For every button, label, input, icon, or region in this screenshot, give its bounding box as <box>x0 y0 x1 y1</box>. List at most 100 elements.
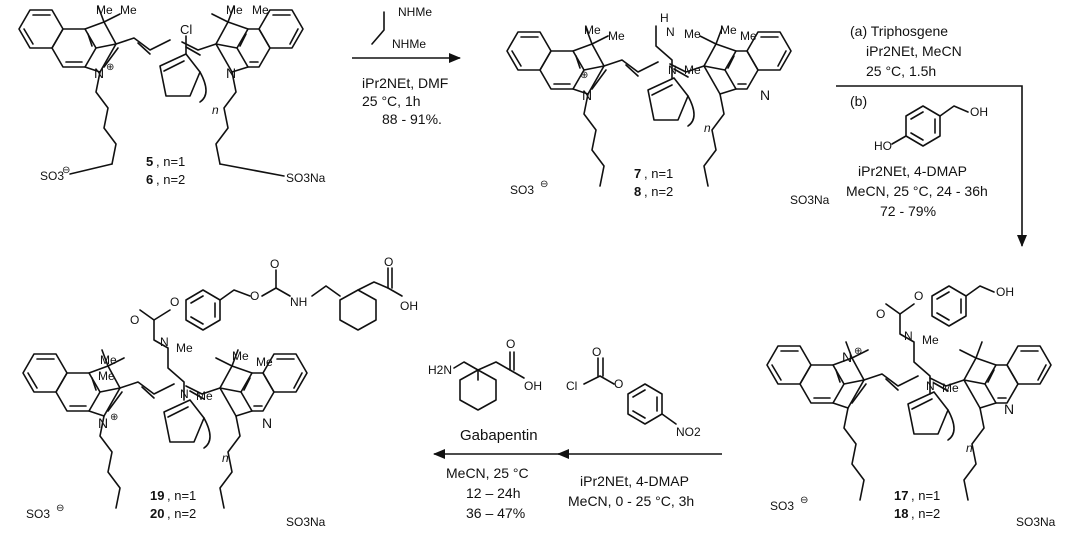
compound-19-20-structure: N Me N Me O O O O NH O OH Me Me Me Me N … <box>22 255 418 529</box>
step2a-conditions: 25 °C, 1.5h <box>866 63 936 79</box>
sodium-sulfonate-label: SO3Na <box>1016 515 1056 529</box>
step4-conditions: MeCN, 25 °C <box>446 465 529 481</box>
carbamate-n-label: N <box>904 329 913 343</box>
compound-17-number: 17 <box>894 488 908 503</box>
compound-20-number: 20 <box>150 506 164 521</box>
step2b-conditions: MeCN, 25 °C, 24 - 36h <box>846 183 988 199</box>
compound-17-18-structure: N Me N Me O O OH N ⊕ N n SO3 ⊖ SO3Na <box>766 285 1056 529</box>
indolium-n-label: N <box>582 87 592 103</box>
ring-size-label: n <box>222 451 229 465</box>
positive-charge-icon: ⊕ <box>854 346 862 357</box>
indolium-n-label: N <box>94 65 104 81</box>
amine-n-label: N <box>926 379 935 393</box>
compound-8-number: 8 <box>634 184 641 199</box>
step2a-base: iPr2NEt, MeCN <box>866 43 962 59</box>
carbonyl-o-label: O <box>130 313 139 327</box>
chloro-label: Cl <box>566 379 577 393</box>
carbonyl-o-label: O <box>270 257 279 271</box>
methyl-label: Me <box>196 389 213 403</box>
hydroxybenzyl-alcohol-structure: HO OH <box>874 105 988 153</box>
methyl-label: Me <box>176 341 193 355</box>
compound-5-number: 5 <box>146 154 153 169</box>
step3-conditions: MeCN, 0 - 25 °C, 3h <box>568 493 694 509</box>
diamine-top-label: NHMe <box>398 5 432 19</box>
indolium-n-label: N <box>842 349 852 365</box>
ester-o-label: O <box>614 377 623 391</box>
sodium-sulfonate-label: SO3Na <box>286 515 326 529</box>
ester-o-label: O <box>250 289 259 303</box>
ester-o-label: O <box>914 289 923 303</box>
carbamate-n-label: N <box>160 335 169 349</box>
benzyl-oh-label: OH <box>970 105 988 119</box>
methyl-label: Me <box>720 23 737 37</box>
methyl-label: Me <box>120 3 137 17</box>
negative-charge-icon: ⊖ <box>56 503 64 514</box>
methyl-label: Me <box>740 29 757 43</box>
nh-n-label: N <box>666 25 675 39</box>
carbonyl-o-label: O <box>506 337 515 351</box>
chloro-label: Cl <box>180 22 192 37</box>
nitro-label: NO2 <box>676 425 701 439</box>
phenol-oh-label: HO <box>874 139 892 153</box>
compound-6-number: 6 <box>146 172 153 187</box>
sulfonate-label: SO3 <box>26 507 50 521</box>
ring-size-label: n <box>212 103 219 117</box>
methyl-label: Me <box>942 381 959 395</box>
compound-19-number: 19 <box>150 488 164 503</box>
compound-19-suffix: , n=1 <box>167 488 196 503</box>
methyl-label: Me <box>226 3 243 17</box>
step1-temperature: 25 °C, 1h <box>362 93 421 109</box>
gabapentin-structure: H2N O OH <box>428 337 542 411</box>
diamine-skeleton <box>371 11 385 45</box>
negative-charge-icon: ⊖ <box>540 179 548 190</box>
sulfonate-label: SO3 <box>770 499 794 513</box>
step3-base: iPr2NEt, 4-DMAP <box>580 473 689 489</box>
step1-base: iPr2NEt, DMF <box>362 75 448 91</box>
carbonyl-o-label: O <box>592 345 601 359</box>
amine-n-label: N <box>180 387 189 401</box>
benzyl-oh-label: OH <box>996 285 1014 299</box>
step4-time: 12 – 24h <box>466 485 521 501</box>
methyl-label: Me <box>256 355 273 369</box>
carbonyl-o-label: O <box>384 255 393 269</box>
carbamate-nh-label: NH <box>290 295 307 309</box>
compound-17-suffix: , n=1 <box>911 488 940 503</box>
ester-o-label: O <box>170 295 179 309</box>
compound-5-6-structure: Cl Me Me Me Me N ⊕ N n SO3 ⊖ SO3Na <box>18 3 326 185</box>
compound-7-number: 7 <box>634 166 641 181</box>
acid-oh-label: OH <box>400 299 418 313</box>
step2b-base: iPr2NEt, 4-DMAP <box>858 163 967 179</box>
carbonyl-o-label: O <box>876 307 885 321</box>
sodium-sulfonate-label: SO3Na <box>286 171 326 185</box>
indoline-n-label: N <box>1004 401 1014 417</box>
acid-oh-label: OH <box>524 379 542 393</box>
negative-charge-icon: ⊖ <box>62 165 70 176</box>
step2b-label: (b) <box>850 93 867 109</box>
methyl-label: Me <box>232 349 249 363</box>
positive-charge-icon: ⊕ <box>106 62 114 73</box>
negative-charge-icon: ⊖ <box>800 495 808 506</box>
gabapentin-label: Gabapentin <box>460 427 538 444</box>
positive-charge-icon: ⊕ <box>110 412 118 423</box>
ring-size-label: n <box>966 441 973 455</box>
methyl-label: Me <box>684 63 701 77</box>
sulfonate-label: SO3 <box>510 183 534 197</box>
compound-18-suffix: , n=2 <box>911 506 940 521</box>
amine-label: H2N <box>428 363 452 377</box>
nitrophenyl-chloroformate-structure: Cl O O NO2 <box>566 345 701 439</box>
compound-6-suffix: , n=2 <box>156 172 185 187</box>
amine-n-label: N <box>668 63 677 77</box>
positive-charge-icon: ⊕ <box>580 70 588 81</box>
compound-8-suffix: , n=2 <box>644 184 673 199</box>
step1-yield: 88 - 91%. <box>382 111 442 127</box>
methyl-label: Me <box>608 29 625 43</box>
indoline-n-label: N <box>760 87 770 103</box>
indoline-n-label: N <box>262 415 272 431</box>
indoline-n-label: N <box>226 65 236 81</box>
compound-7-8-structure: H N Me N Me Me Me Me Me N ⊕ N n SO3 ⊖ SO… <box>506 11 830 207</box>
compound-7-suffix: , n=1 <box>644 166 673 181</box>
sodium-sulfonate-label: SO3Na <box>790 193 830 207</box>
compound-18-number: 18 <box>894 506 908 521</box>
compound-5-suffix: , n=1 <box>156 154 185 169</box>
